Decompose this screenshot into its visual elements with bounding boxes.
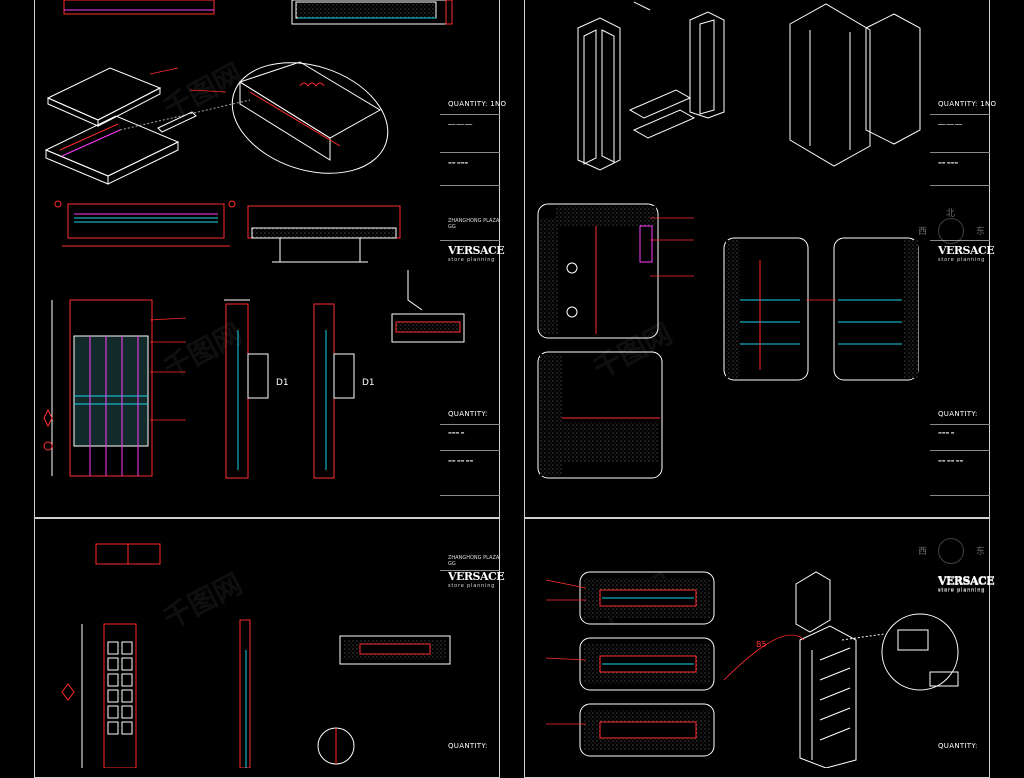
project-name: ZHANGHONG PLAZA GG <box>448 555 500 567</box>
brand-subtitle: store planning <box>448 583 496 589</box>
plan-view-right <box>247 205 401 263</box>
brand-logo: VERSACE <box>448 570 505 583</box>
compass-north-label: 北 <box>946 209 956 219</box>
quantity-label: QUANTITY: <box>938 410 978 418</box>
compass-west-label: 西 <box>918 227 928 237</box>
brand-subtitle: store planning <box>938 257 986 263</box>
side-section-1 <box>224 299 269 479</box>
project-name: ZHANGHONG PLAZA GG <box>448 218 500 230</box>
title-block: QUANTITY: ▬▬▬ ▬ ▬▬ ▬▬ ▬▬ ZHANGHONG PLAZA… <box>440 400 500 600</box>
drawer-cabinet-elevation <box>61 623 137 768</box>
plan-small-box <box>95 543 161 565</box>
title-block: QUANTITY: 1NO ═══ ═══ ═══ ▬▬ ▬▬▬ ZHANGHO… <box>440 90 506 263</box>
compass-bottom <box>938 538 964 564</box>
isometric-frames <box>577 1 921 171</box>
plan-view-left <box>54 200 236 247</box>
brand-subtitle: store planning <box>448 257 496 263</box>
brand-subtitle: store planning <box>938 588 986 594</box>
brand-logo: VERSACE <box>938 575 995 588</box>
side-section-2 <box>313 303 355 479</box>
title-block: QUANTITY: 1NO ═══ ═══ ═══ ▬▬ ▬▬▬ VERSACE… <box>930 90 996 263</box>
sheet-frame-right <box>524 0 990 518</box>
display-section-right <box>833 237 919 381</box>
sheet-frame-left <box>34 0 500 518</box>
elevation-cabinet <box>43 299 153 477</box>
cabinet-sections <box>579 571 715 757</box>
small-section-detail <box>391 270 465 343</box>
quantity-label: QUANTITY: <box>448 410 488 418</box>
quantity-label: QUANTITY: 1NO <box>448 100 507 108</box>
top-section-detail <box>63 0 453 25</box>
compass-west-label: 西 <box>918 547 928 557</box>
wall-section-top <box>537 203 659 339</box>
display-section-left <box>723 237 809 381</box>
title-block: VERSACE store planning <box>440 560 505 600</box>
callout-b5: B5 <box>756 640 767 649</box>
drawer-cabinet-side <box>239 619 251 768</box>
detail-marker-right: D1 <box>362 378 375 388</box>
magnified-detail <box>119 61 389 174</box>
title-block: VERSACE store planning <box>930 565 995 605</box>
brand-logo: VERSACE <box>448 244 505 257</box>
quantity-label: QUANTITY: 1NO <box>938 100 997 108</box>
brand-subtitle: store planning <box>938 587 986 593</box>
compass-top <box>938 218 964 244</box>
quantity-label: QUANTITY: <box>938 742 978 750</box>
brand-logo: VERSACE <box>938 244 995 257</box>
isometric-tray <box>44 67 197 185</box>
detail-marker-left: D1 <box>276 378 289 388</box>
compass-east-label: 东 <box>976 547 986 557</box>
wall-section-bottom <box>537 351 663 479</box>
isometric-shoe-rack <box>795 571 959 768</box>
compass-east-label: 东 <box>976 227 986 237</box>
quantity-label: QUANTITY: <box>448 742 488 750</box>
brand-logo: VERSACE <box>938 574 995 587</box>
drawer-section-detail <box>317 635 451 765</box>
title-block: QUANTITY: ▬▬▬ ▬ ▬▬ ▬▬ ▬▬ VERSACE store p… <box>930 400 995 600</box>
